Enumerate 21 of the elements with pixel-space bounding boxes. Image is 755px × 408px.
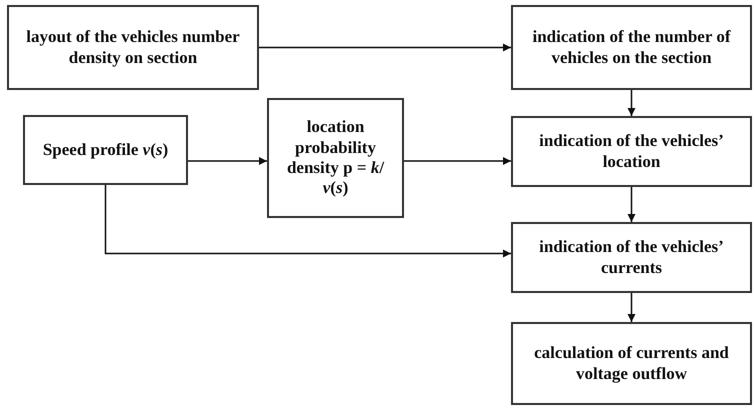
process-box	[511, 5, 752, 90]
box-text: Speed profile v(s)	[42, 140, 168, 160]
box-text: calculation of currents and voltage outflow	[533, 343, 730, 384]
process-box	[7, 5, 259, 90]
arrow	[628, 293, 636, 322]
arrow	[259, 44, 511, 52]
box-text: location probability density p = k/ v(s)	[286, 117, 386, 199]
process-box	[511, 222, 752, 293]
arrow	[628, 187, 636, 222]
process-box	[511, 116, 752, 187]
arrow	[628, 90, 636, 116]
arrow	[404, 157, 511, 165]
process-box	[267, 98, 404, 218]
box-text: indication of the number of vehicles on the section	[531, 27, 732, 68]
box-text: layout of the vehicles number density on section	[25, 27, 241, 68]
process-box	[511, 322, 752, 405]
arrow	[188, 157, 267, 165]
process-box	[23, 115, 188, 185]
box-text: indication of the vehicles’ currents	[538, 237, 725, 278]
arrow	[104, 185, 511, 258]
box-text: indication of the vehicles’ location	[538, 131, 725, 172]
